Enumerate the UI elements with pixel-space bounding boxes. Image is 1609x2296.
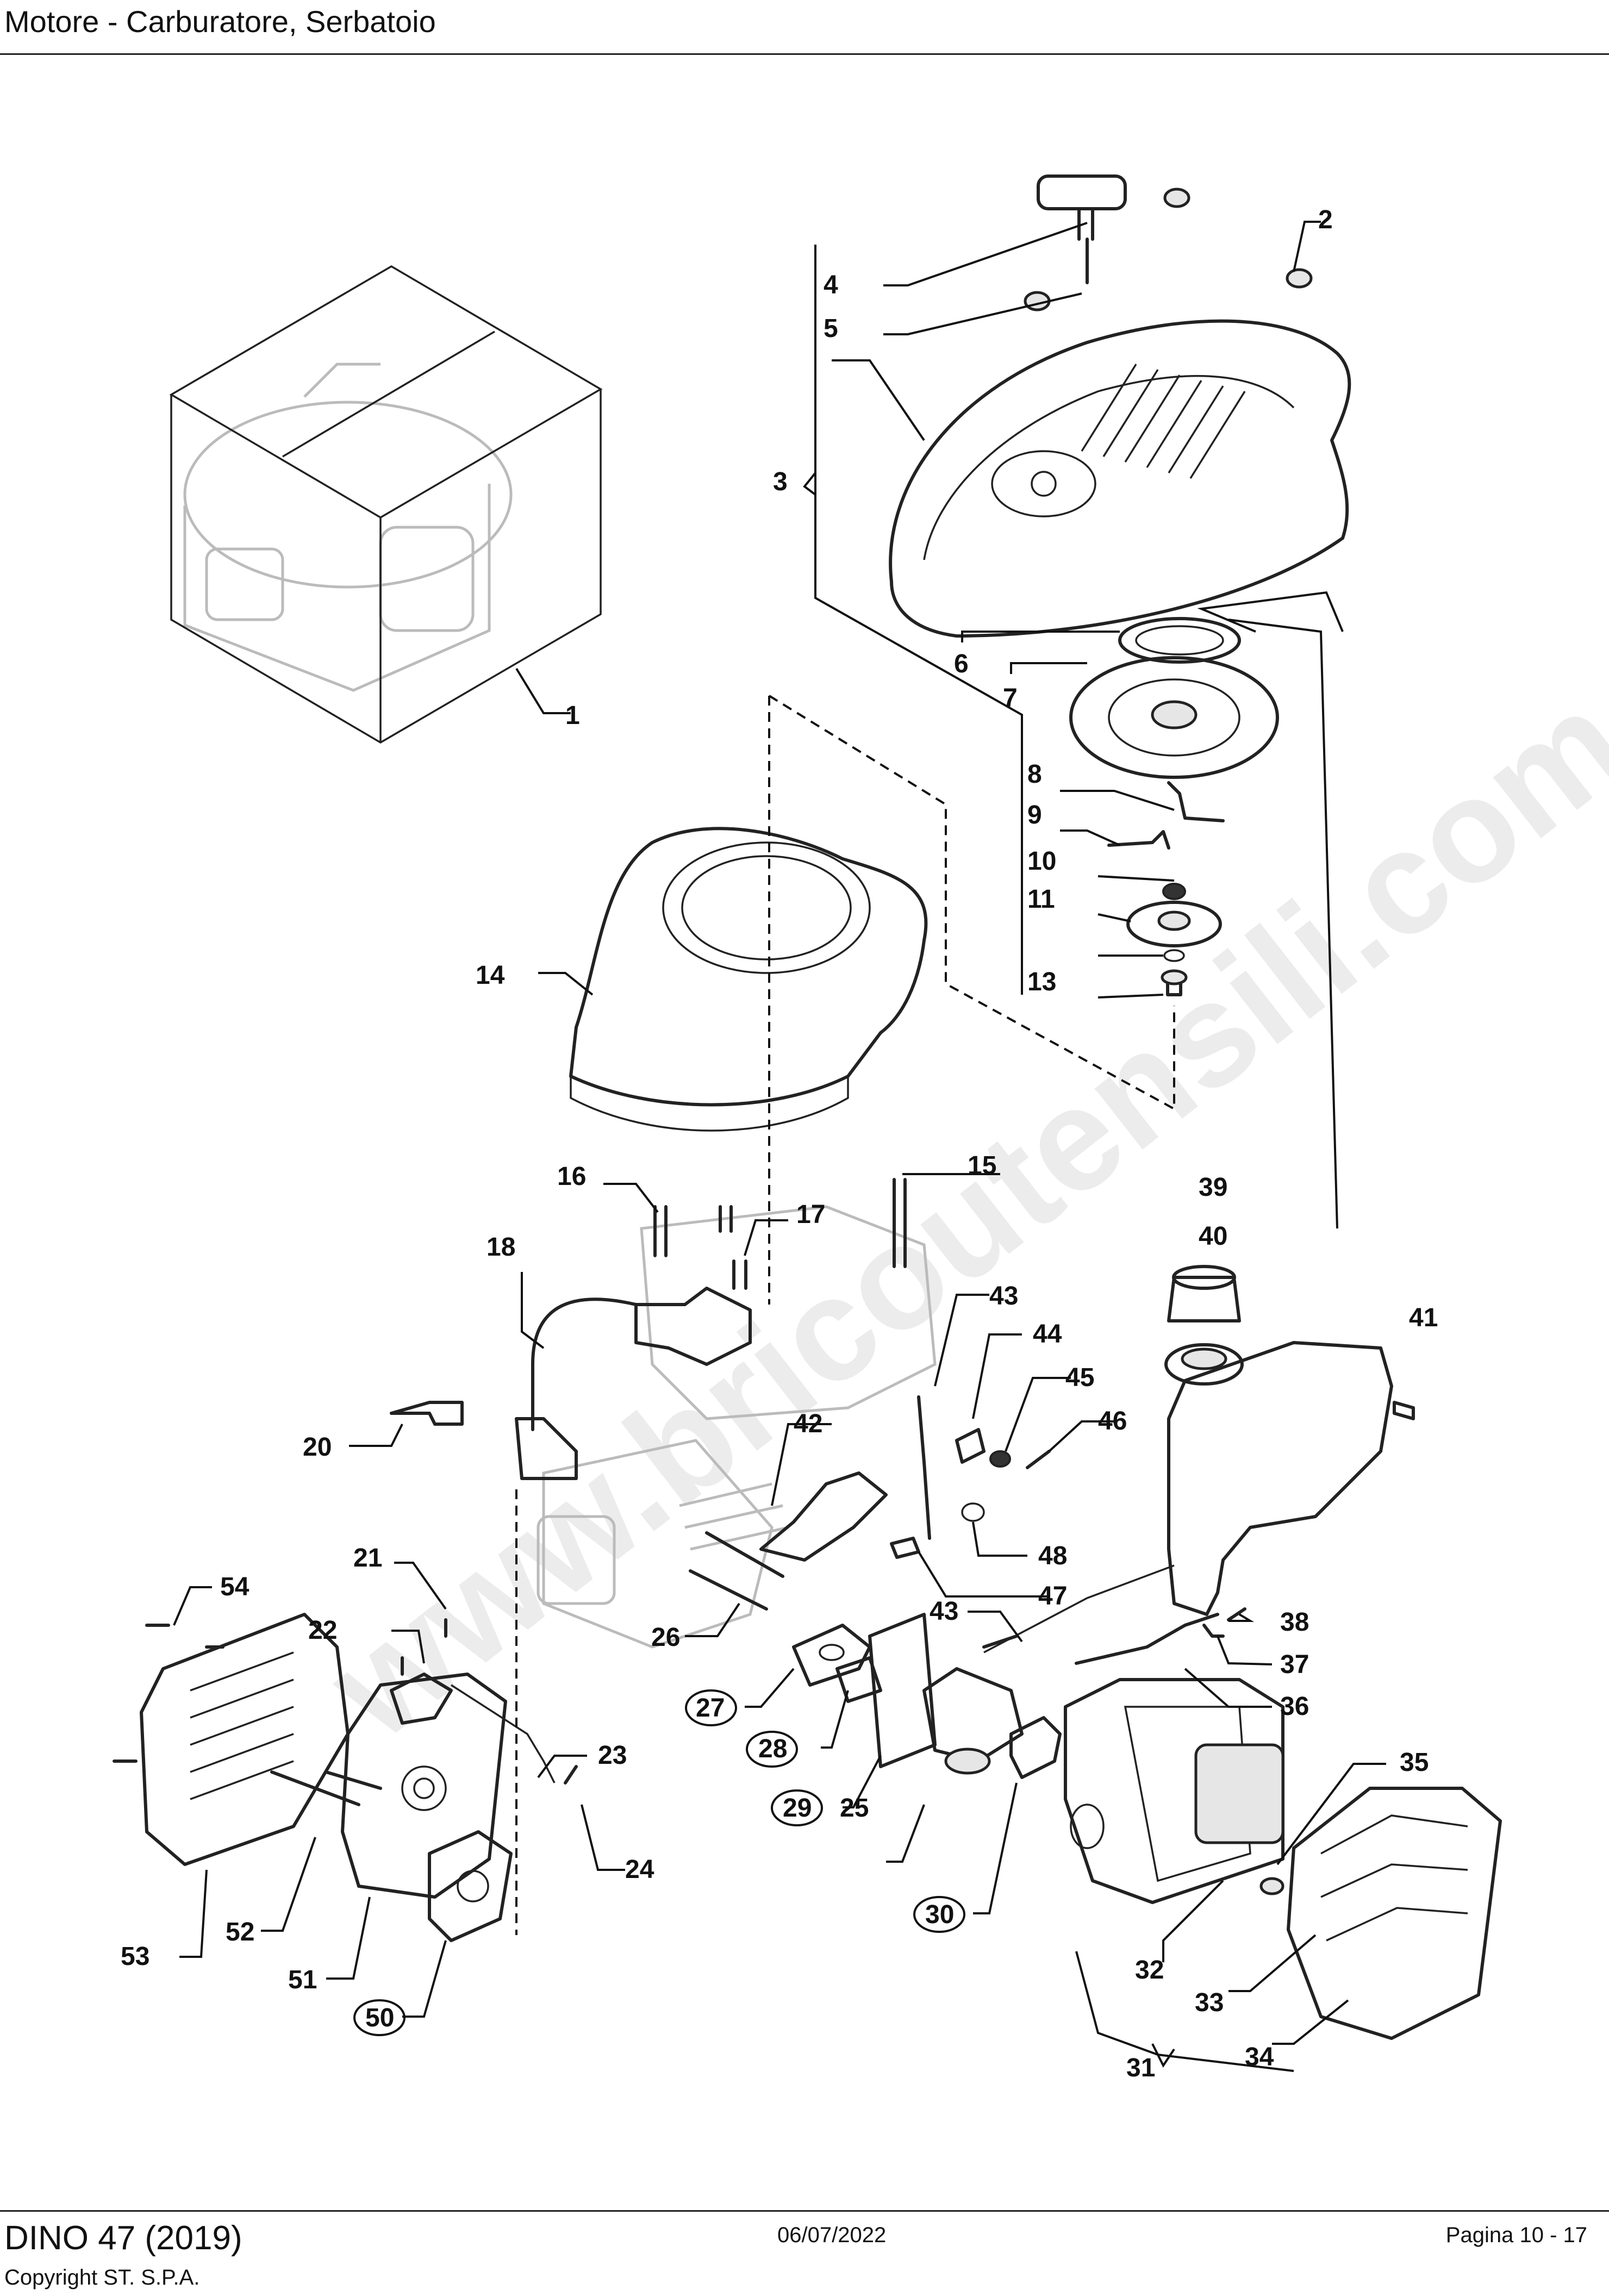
starter-cover-icon <box>889 174 1351 996</box>
footer-page-number: Pagina 10 - 17 <box>1445 2223 1587 2247</box>
label-part-27: 27 <box>696 1694 725 1723</box>
label-part-3: 3 <box>773 467 788 496</box>
label-part-45: 45 <box>1065 1363 1094 1392</box>
group-brackets <box>803 245 1344 2072</box>
label-part-31: 31 <box>1126 2054 1155 2082</box>
label-part-22: 22 <box>308 1616 337 1645</box>
label-part-34: 34 <box>1245 2043 1274 2072</box>
circled-callouts <box>353 1689 965 2036</box>
label-part-8: 8 <box>1027 760 1042 789</box>
label-part-47: 47 <box>1038 1582 1067 1611</box>
label-part-43-top: 43 <box>989 1282 1018 1311</box>
footer-model: DINO 47 (2019) <box>4 2219 242 2257</box>
label-part-44: 44 <box>1033 1320 1062 1349</box>
exploded-parts-diagram: www.bricoutensili.com <box>113 174 1609 2082</box>
label-part-5: 5 <box>824 314 838 343</box>
label-part-37: 37 <box>1280 1650 1309 1679</box>
label-part-15: 15 <box>968 1151 996 1180</box>
label-part-42: 42 <box>794 1409 822 1438</box>
label-part-52: 52 <box>226 1918 254 1946</box>
footer-divider <box>0 2210 1609 2212</box>
label-part-10: 10 <box>1027 847 1056 876</box>
label-part-36: 36 <box>1280 1692 1309 1721</box>
label-part-2: 2 <box>1318 205 1333 234</box>
label-part-1: 1 <box>565 701 580 730</box>
label-part-46: 46 <box>1098 1407 1127 1436</box>
label-part-23: 23 <box>598 1741 627 1770</box>
label-part-4: 4 <box>824 271 838 300</box>
label-part-30: 30 <box>925 1900 954 1929</box>
header-divider <box>0 53 1609 55</box>
label-part-20: 20 <box>303 1433 332 1462</box>
label-part-14: 14 <box>476 961 505 990</box>
label-part-54: 54 <box>220 1573 250 1601</box>
label-part-13: 13 <box>1027 968 1056 996</box>
label-part-41: 41 <box>1409 1303 1438 1332</box>
label-part-9: 9 <box>1027 801 1042 829</box>
label-part-51: 51 <box>288 1966 317 1994</box>
page-title: Motore - Carburatore, Serbatoio <box>4 4 436 39</box>
fuel-tank-icon <box>983 1265 1415 1665</box>
engine-block-icon <box>537 1205 937 1649</box>
label-part-53: 53 <box>121 1942 149 1971</box>
footer-copyright: Copyright ST. S.P.A. <box>4 2266 200 2289</box>
carburetor-icon <box>792 1613 1062 1779</box>
label-part-48: 48 <box>1038 1542 1067 1570</box>
label-part-25: 25 <box>840 1794 869 1823</box>
throttle-linkage-icon <box>759 1395 1051 1562</box>
label-part-40: 40 <box>1199 1222 1227 1251</box>
fan-housing-icon <box>569 827 928 1132</box>
label-part-26: 26 <box>651 1623 680 1652</box>
label-part-11: 11 <box>1027 885 1055 914</box>
muffler-icon <box>113 1531 784 1942</box>
assembly-guide-lines <box>515 695 1175 1935</box>
label-part-28: 28 <box>758 1735 787 1763</box>
callout-labels: 1 2 3 4 5 6 7 8 9 10 11 13 14 15 16 17 1… <box>121 205 1438 2082</box>
label-part-50: 50 <box>365 2004 394 2032</box>
label-part-29: 29 <box>783 1794 812 1823</box>
label-part-24: 24 <box>625 1855 654 1884</box>
air-filter-icon <box>1064 1678 1502 2040</box>
label-part-18: 18 <box>487 1233 515 1262</box>
label-part-38: 38 <box>1280 1608 1309 1637</box>
label-part-43-bottom: 43 <box>930 1597 958 1626</box>
label-part-21: 21 <box>353 1544 382 1573</box>
label-part-39: 39 <box>1199 1173 1227 1202</box>
label-part-33: 33 <box>1195 1988 1224 2017</box>
label-part-17: 17 <box>796 1200 825 1229</box>
leader-lines <box>173 221 1386 2045</box>
label-part-32: 32 <box>1135 1956 1164 1985</box>
engine-assembly-icon <box>169 265 603 744</box>
label-part-7: 7 <box>1003 684 1018 713</box>
label-part-35: 35 <box>1400 1748 1429 1777</box>
ignition-coil-icon <box>390 1178 907 1480</box>
label-part-16: 16 <box>557 1162 586 1191</box>
footer-date: 06/07/2022 <box>777 2223 887 2247</box>
label-part-6: 6 <box>954 650 969 678</box>
